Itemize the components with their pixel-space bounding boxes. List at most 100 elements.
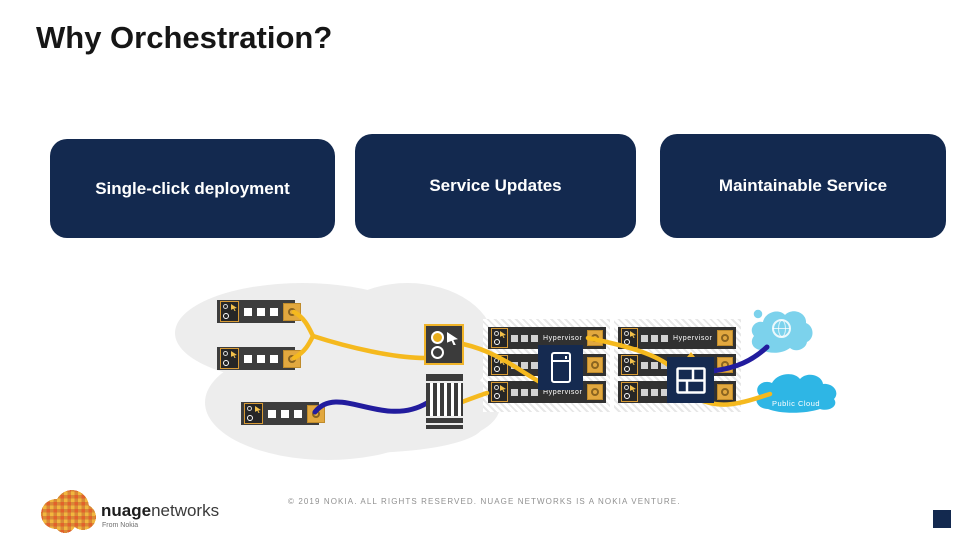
hypervisor-label: Hypervisor <box>543 388 583 396</box>
circle-icon <box>494 339 500 345</box>
vm-slot <box>531 388 538 396</box>
rack-grid-icon <box>667 352 714 403</box>
gear-icon <box>247 406 252 411</box>
gear-icon <box>624 358 629 363</box>
nuage-logo-mark <box>36 488 100 536</box>
server-tower-icon <box>538 345 583 390</box>
vm-slot <box>521 361 528 369</box>
radio-unselected-icon <box>431 346 444 359</box>
feature-box-maintainable: Maintainable Service <box>660 134 946 238</box>
selection-icon <box>424 324 464 365</box>
vm-slot <box>257 307 265 316</box>
cursor-icon <box>630 331 636 338</box>
gear-icon <box>587 330 603 346</box>
vm-slot <box>531 334 538 342</box>
vm-slot <box>244 307 252 316</box>
circle-icon <box>624 366 630 372</box>
logo-tagline: From Nokia <box>102 522 139 529</box>
copyright-text: © 2019 NOKIA. ALL RIGHTS RESERVED. NUAGE… <box>288 497 681 506</box>
slide-accent-square <box>933 510 951 528</box>
agent-icon <box>491 382 508 402</box>
vm-slot <box>268 409 276 418</box>
vm-slot <box>651 334 658 342</box>
tick-icon <box>686 352 695 357</box>
agent-icon <box>491 328 508 348</box>
circle-icon <box>223 360 229 366</box>
internet-cloud <box>746 305 816 357</box>
gear-icon <box>223 304 228 309</box>
vm-slot <box>511 361 518 369</box>
agent-icon <box>220 301 239 322</box>
globe-icon <box>772 319 791 338</box>
vm-slot <box>651 361 658 369</box>
circle-icon <box>624 339 630 345</box>
gear-icon <box>624 385 629 390</box>
cursor-icon <box>255 406 261 413</box>
vm-slot <box>294 409 302 418</box>
agent-icon <box>220 348 239 369</box>
page-title: Why Orchestration? <box>36 20 333 55</box>
agent-icon <box>621 355 638 375</box>
gear-icon <box>587 357 603 373</box>
vm-slot <box>511 334 518 342</box>
vm-slot <box>511 388 518 396</box>
gear-icon <box>624 331 629 336</box>
hypervisor-label: Hypervisor <box>673 334 713 342</box>
hypervisor-bar: Hypervisor <box>618 327 736 349</box>
cursor-icon <box>231 304 237 311</box>
feature-box-service-updates: Service Updates <box>355 134 636 238</box>
vm-slot <box>651 388 658 396</box>
vm-slot <box>281 409 289 418</box>
vm-slot <box>661 388 668 396</box>
cursor-icon <box>500 385 506 392</box>
hypervisor-label: Hypervisor <box>543 334 583 342</box>
gear-icon <box>717 384 733 400</box>
vm-slot <box>531 361 538 369</box>
agent-icon <box>491 355 508 375</box>
circle-icon <box>624 393 630 399</box>
vm-slot <box>641 361 648 369</box>
public-cloud: Public Cloud <box>750 367 842 415</box>
cursor-icon <box>447 332 458 345</box>
circle-icon <box>494 393 500 399</box>
public-cloud-label: Public Cloud <box>771 399 821 408</box>
vm-slot <box>270 307 278 316</box>
gateway-icon <box>426 374 463 432</box>
agent-icon <box>621 328 638 348</box>
agent-icon <box>621 382 638 402</box>
vm-slot <box>257 354 265 363</box>
vm-slot <box>521 334 528 342</box>
feature-box-label: Maintainable Service <box>718 176 888 195</box>
cursor-icon <box>630 358 636 365</box>
gear-icon <box>494 358 499 363</box>
vm-slot <box>641 388 648 396</box>
vm-bar <box>217 300 301 323</box>
circle-icon <box>223 313 229 319</box>
cursor-icon <box>500 331 506 338</box>
gear-icon <box>587 384 603 400</box>
cursor-icon <box>500 358 506 365</box>
vm-slot <box>641 334 648 342</box>
vm-slot <box>521 388 528 396</box>
gear-icon <box>494 385 499 390</box>
gear-icon <box>223 351 228 356</box>
vm-slot <box>661 334 668 342</box>
gear-icon <box>717 357 733 373</box>
gear-icon <box>494 331 499 336</box>
gear-icon <box>283 349 301 368</box>
vm-bar <box>217 347 301 370</box>
cursor-icon <box>231 351 237 358</box>
cloud-icon <box>756 374 837 413</box>
agent-icon <box>244 403 263 424</box>
cursor-icon <box>630 385 636 392</box>
gear-icon <box>307 404 325 423</box>
circle-icon <box>494 366 500 372</box>
feature-box-label: Service Updates <box>429 176 562 195</box>
radio-selected-icon <box>431 331 444 344</box>
feature-box-single-click: Single-click deployment <box>50 139 335 238</box>
vm-bar <box>241 402 325 425</box>
vm-slot <box>244 354 252 363</box>
feature-box-label: Single-click deployment <box>95 178 290 198</box>
